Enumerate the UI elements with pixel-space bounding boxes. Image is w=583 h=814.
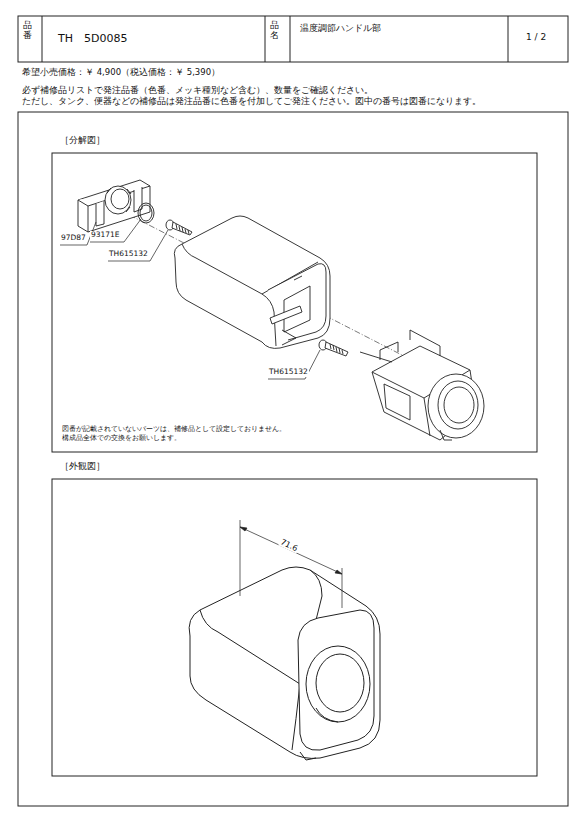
instruction-note: ただし、タンク、便器などの補修品は発注品番に色番を付加してご発注ください。図中の… xyxy=(22,97,481,107)
screw xyxy=(319,340,348,356)
screw xyxy=(166,220,192,235)
callout-number: 93171E xyxy=(90,231,121,240)
figure-note: 図番が記載されていないパーツは、補修品として設定しておりません。 xyxy=(62,426,286,433)
section-heading: ［分解図］ xyxy=(60,135,105,145)
part-name: 温度調節ハンドル部 xyxy=(300,23,381,33)
part-number: TH 5D0085 xyxy=(58,33,127,46)
exterior-frame xyxy=(52,479,537,776)
cartridge-unit xyxy=(360,330,484,440)
dimension-line xyxy=(240,520,342,608)
figure-note: 構成品全体での交換をお願いします。 xyxy=(62,435,181,442)
outer-frame xyxy=(18,112,568,806)
leader-line xyxy=(90,219,141,242)
callout-number: 97D87 xyxy=(60,234,87,243)
callout-number: TH615132 xyxy=(108,250,149,259)
callout-number: TH615132 xyxy=(268,368,309,377)
handle-exterior xyxy=(189,567,380,760)
table-header-cell: 品名 xyxy=(270,21,279,41)
leader-line xyxy=(268,350,320,379)
page-number: 1 / 2 xyxy=(526,32,546,42)
handle-housing xyxy=(174,216,330,348)
section-heading: ［外観図］ xyxy=(60,461,105,471)
exploded-frame xyxy=(52,153,537,452)
table-header-cell: 品番 xyxy=(23,21,32,41)
header-table xyxy=(18,16,568,62)
dimension-value: 71.6 xyxy=(278,537,300,554)
instruction-note: 必ず補修品リストで発注品番（色番、メッキ種別など含む）、数量をご確認ください。 xyxy=(22,86,373,96)
bracket-plate xyxy=(78,180,150,232)
price-note: 希望小売価格：￥ 4,900（税込価格：￥ 5,390） xyxy=(22,68,220,78)
